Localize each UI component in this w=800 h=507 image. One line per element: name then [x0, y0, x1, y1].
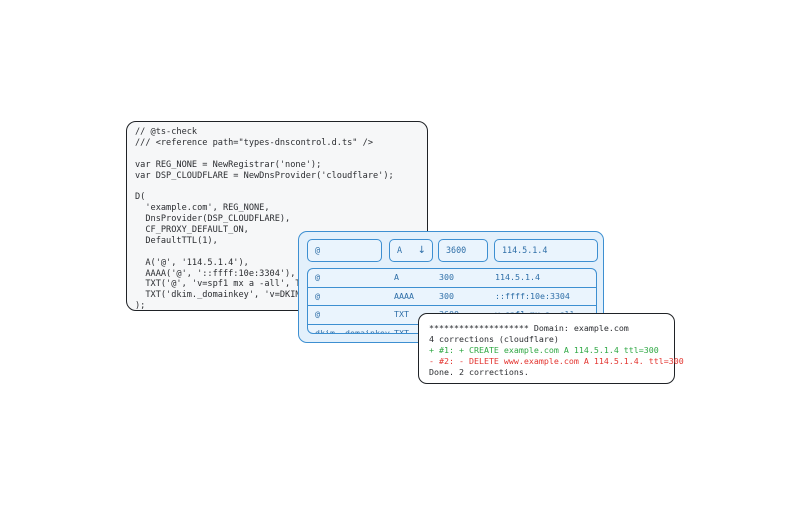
terminal-line: Done. 2 corrections. — [429, 367, 529, 377]
code-line: AAAA('@', '::ffff:10e:3304'), — [135, 268, 296, 279]
record-value: 114.5.1.4 — [495, 272, 540, 282]
code-line: var DSP_CLOUDFLARE = NewDnsProvider('clo… — [135, 170, 394, 181]
terminal-line-create: + #1: + CREATE example.com A 114.5.1.4 t… — [429, 345, 659, 355]
code-line — [135, 149, 394, 160]
record-value: ::ffff:10e:3304 — [495, 290, 570, 301]
code-line: var REG_NONE = NewRegistrar('none'); — [135, 159, 322, 170]
code-line: ); — [135, 301, 146, 311]
record-ttl: 300 — [439, 272, 454, 282]
terminal-line: 4 corrections (cloudflare) — [429, 334, 559, 344]
terminal-line: ******************** Domain: example.com — [429, 323, 629, 333]
record-type-select[interactable]: A ↓ — [389, 239, 433, 262]
arrow-down-icon: ↓ — [417, 245, 426, 256]
new-record-form: @ A ↓ 3600 114.5.1.4 — [307, 239, 598, 262]
record-name: dkim._domainkey — [315, 327, 390, 334]
record-name: @ — [315, 272, 320, 282]
code-line: DefaultTTL(1), — [135, 235, 218, 246]
record-type: A — [394, 272, 399, 282]
record-type: TXT — [394, 327, 409, 334]
terminal-line-delete: - #2: - DELETE www.example.com A 114.5.1… — [429, 356, 684, 366]
code-line: CF_PROXY_DEFAULT_ON, — [135, 225, 249, 236]
terminal-output-panel: ******************** Domain: example.com… — [418, 313, 684, 384]
record-type: AAAA — [394, 290, 414, 301]
record-name: @ — [315, 290, 320, 301]
code-line: /// <reference path="types-dnscontrol.d.… — [135, 137, 373, 148]
code-line — [135, 181, 394, 192]
code-line: DnsProvider(DSP_CLOUDFLARE), — [135, 214, 291, 225]
code-line: D( — [135, 192, 146, 203]
code-line: TXT('dkim._domainkey', 'v=DKIM1;k= — [135, 290, 322, 301]
terminal-lines: ******************** Domain: example.com… — [429, 323, 684, 378]
record-value-input[interactable]: 114.5.1.4 — [494, 239, 598, 262]
table-row[interactable]: dkim._domainkey TXT — [308, 325, 596, 334]
code-lines: // @ts-check /// <reference path="types-… — [135, 127, 394, 311]
table-row[interactable]: @ AAAA 300 ::ffff:10e:3304 — [308, 288, 596, 306]
code-line: A('@', '114.5.1.4'), — [135, 257, 249, 268]
record-name-input[interactable]: @ — [307, 239, 382, 262]
record-type: TXT — [394, 309, 409, 319]
record-ttl: 300 — [439, 290, 454, 301]
code-line: // @ts-check — [135, 127, 198, 137]
table-row[interactable]: @ A 300 114.5.1.4 — [308, 269, 596, 288]
code-editor-panel: // @ts-check /// <reference path="types-… — [126, 121, 428, 311]
record-ttl-input[interactable]: 3600 — [438, 239, 488, 262]
record-name: @ — [315, 309, 320, 319]
record-type-value: A — [397, 245, 403, 255]
code-line: 'example.com', REG_NONE, — [135, 203, 270, 214]
